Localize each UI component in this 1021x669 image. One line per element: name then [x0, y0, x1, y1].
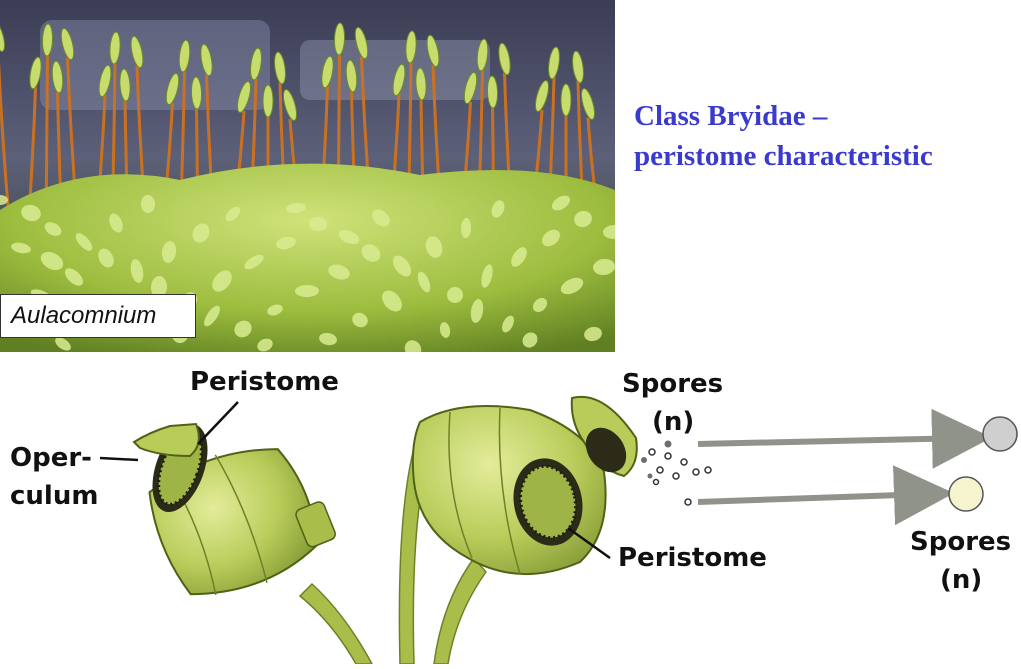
label-spores-bottom-line-2: (n) [940, 565, 983, 595]
right-seta-2 [433, 556, 487, 665]
left-seta [298, 582, 374, 665]
slide-title-line-1: Class Bryidae – [634, 100, 828, 132]
leader-peristome-right [567, 526, 611, 560]
leader-peristome-left [197, 401, 239, 445]
moss-photo: Aulacomnium [0, 0, 615, 352]
label-peristome-left: Peristome [190, 367, 339, 397]
spore-dots-dark [641, 440, 672, 479]
label-peristome-right: Peristome [618, 543, 767, 573]
arrow-lower [697, 465, 954, 526]
peristome-diagram-drawing [99, 395, 1018, 665]
spore-grey [982, 416, 1018, 452]
label-spores-bottom-line-1: Spores [910, 527, 1012, 557]
leader-operculum [99, 456, 139, 462]
slide-title-line-2: peristome characteristic [634, 140, 933, 172]
spore-dots [648, 448, 712, 506]
peristome-diagram: Peristome Oper- culum Spores (n) Peristo… [0, 352, 1021, 665]
spore-pale [948, 476, 984, 512]
label-spores-top-line-2: (n) [652, 407, 695, 437]
right-capsule [411, 395, 638, 576]
arrow-upper [697, 408, 992, 469]
slide-title: Class Bryidae – peristome characteristic [634, 96, 933, 176]
label-operculum-line-2: culum [10, 481, 99, 511]
photo-caption: Aulacomnium [11, 302, 157, 329]
operculum [132, 422, 200, 458]
label-spores-top-line-1: Spores [622, 369, 724, 399]
label-operculum-line-1: Oper- [10, 443, 92, 473]
photo-caption-box: Aulacomnium [0, 294, 196, 338]
